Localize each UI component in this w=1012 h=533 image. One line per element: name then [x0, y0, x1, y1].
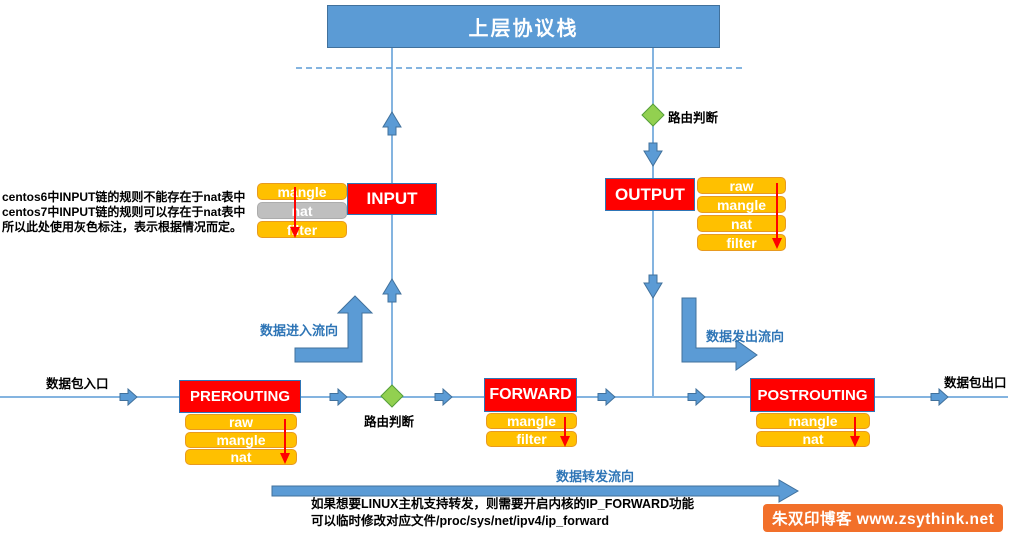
chain-input-box: INPUT	[347, 183, 437, 215]
flow-in-label: 数据进入流向	[260, 323, 339, 338]
route-decision-label-top: 路由判断	[668, 111, 719, 125]
ip-forward-note: 如果想要LINUX主机支持转发，则需要开启内核的IP_FORWARD功能 可以临…	[311, 496, 694, 530]
arrow-down-icon	[643, 142, 663, 167]
note-line: centos6中INPUT链的规则不能存在于nat表中	[2, 190, 246, 204]
table-filter: filter	[697, 234, 786, 251]
table-mangle: mangle	[697, 196, 786, 213]
table-filter: filter	[486, 431, 577, 447]
table-mangle: mangle	[486, 413, 577, 429]
table-nat-gray: nat	[257, 202, 347, 219]
output-table-stack: raw mangle nat filter	[697, 177, 786, 253]
route-decision-diamond-middle	[380, 384, 404, 408]
site-watermark: 朱双印博客 www.zsythink.net	[763, 504, 1004, 532]
table-mangle: mangle	[257, 183, 347, 200]
upper-protocol-stack-box: 上层协议栈	[327, 5, 720, 48]
table-nat: nat	[756, 431, 870, 447]
chain-postrouting-box: POSTROUTING	[750, 378, 875, 412]
chain-forward-box: FORWARD	[484, 378, 577, 412]
note-line: 可以临时修改对应文件/proc/sys/net/ipv4/ip_forward	[311, 514, 609, 528]
note-line: 如果想要LINUX主机支持转发，则需要开启内核的IP_FORWARD功能	[311, 497, 695, 511]
input-table-stack: mangle nat filter	[257, 183, 347, 240]
table-filter: filter	[257, 221, 347, 238]
arrow-down-icon	[643, 274, 663, 299]
flow-out-label: 数据发出流向	[706, 329, 785, 344]
packet-in-label: 数据包入口	[46, 377, 109, 391]
arrow-right-icon	[597, 387, 616, 407]
route-decision-label-middle: 路由判断	[364, 415, 415, 429]
arrow-up-icon	[382, 278, 402, 303]
arrow-right-icon	[329, 387, 348, 407]
chain-output-box: OUTPUT	[605, 178, 695, 211]
table-nat: nat	[185, 449, 297, 465]
arrow-right-icon	[930, 387, 949, 407]
packet-out-label: 数据包出口	[944, 376, 1007, 390]
arrow-right-icon	[687, 387, 706, 407]
note-line: 所以此处使用灰色标注，表示根据情况而定。	[2, 220, 243, 234]
table-mangle: mangle	[185, 431, 297, 448]
centos-nat-note: centos6中INPUT链的规则不能存在于nat表中 centos7中INPU…	[2, 190, 245, 235]
route-decision-diamond-top	[641, 103, 665, 127]
table-raw: raw	[697, 177, 786, 194]
arrow-right-icon	[119, 387, 138, 407]
flow-forward-label: 数据转发流向	[556, 469, 635, 484]
postrouting-table-stack: mangle nat	[756, 413, 870, 449]
table-raw: raw	[185, 414, 297, 430]
table-mangle: mangle	[756, 413, 870, 429]
forward-table-stack: mangle filter	[486, 413, 577, 449]
table-nat: nat	[697, 215, 786, 232]
prerouting-table-stack: raw mangle nat	[185, 414, 297, 467]
note-line: centos7中INPUT链的规则可以存在于nat表中	[2, 205, 246, 219]
chain-prerouting-box: PREROUTING	[179, 380, 301, 413]
arrow-up-icon	[382, 111, 402, 136]
arrow-right-icon	[434, 387, 453, 407]
